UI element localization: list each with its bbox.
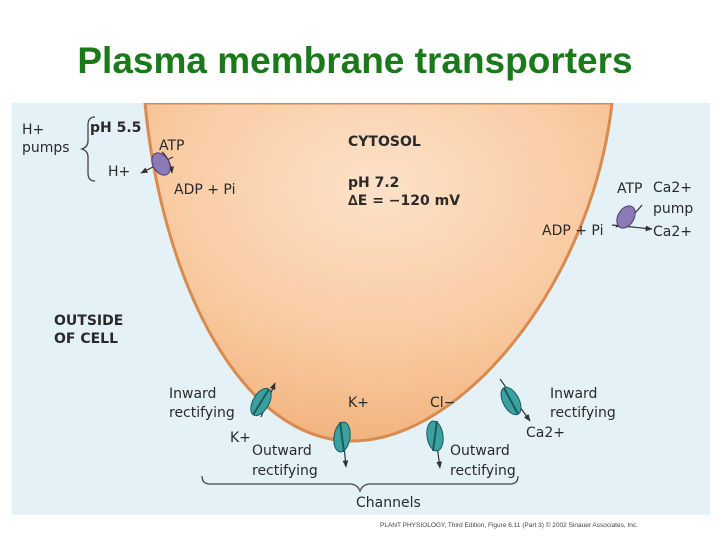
membrane-diagram: H+ pumps pH 5.5 H+ ATP ADP + Pi CYTOSOL … [12, 103, 710, 515]
figure-credit: PLANT PHYSIOLOGY, Third Edition, Figure … [380, 522, 638, 529]
inward-left-label-line1: Inward [169, 386, 216, 402]
outward-left-label-line1: Outward [252, 443, 312, 459]
ca-pump-label-line2: pump [653, 201, 693, 217]
diagram-canvas: H+ pumps pH 5.5 H+ ATP ADP + Pi CYTOSOL … [22, 103, 693, 511]
inward-right-label-line1: Inward [550, 386, 597, 402]
channel-inward-left-icon [250, 382, 276, 418]
ca-out-label: Ca2+ [653, 224, 692, 240]
ca-pump-label-line1: Ca2+ [653, 180, 692, 196]
adp-pi-left-label: ADP + Pi [174, 182, 235, 198]
outside-label-line1: OUTSIDE [54, 313, 123, 329]
ca-channel-label: Ca2+ [526, 425, 565, 441]
k-plus-in-label: K+ [230, 430, 251, 446]
channels-brace [201, 475, 519, 493]
outside-label-line2: OF CELL [54, 331, 118, 347]
adp-pi-right-label: ADP + Pi [542, 223, 603, 239]
channel-outward-right-icon [426, 420, 444, 469]
h-plus-out-label: H+ [108, 164, 130, 180]
cell-cytosol [143, 103, 614, 443]
slide-title: Plasma membrane transporters [77, 40, 633, 81]
channel-inward-right-icon [499, 378, 531, 422]
ph-inside-label: pH 7.2 [348, 175, 399, 191]
channels-label: Channels [356, 495, 421, 511]
inward-right-label-line2: rectifying [550, 405, 616, 421]
h-pumps-label-line2: pumps [22, 140, 70, 156]
outward-left-label-line2: rectifying [252, 463, 318, 479]
atp-right-label: ATP [617, 181, 642, 197]
h-pumps-label-line1: H+ [22, 122, 44, 138]
outward-right-label-line1: Outward [450, 443, 510, 459]
k-plus-channel-label: K+ [348, 395, 369, 411]
channel-outward-left-icon [333, 421, 351, 468]
cytosol-label: CYTOSOL [348, 134, 421, 150]
pumps-brace [79, 116, 96, 182]
ca-pump-icon [611, 204, 653, 232]
inward-left-label-line2: rectifying [169, 405, 235, 421]
membrane-potential-label: ∆E = −120 mV [348, 193, 460, 209]
outward-right-label-line2: rectifying [450, 463, 516, 479]
cl-minus-label: Cl− [430, 395, 455, 411]
ph-outside-label: pH 5.5 [90, 120, 141, 136]
atp-left-label: ATP [159, 138, 184, 154]
h-pump-icon [140, 151, 174, 176]
